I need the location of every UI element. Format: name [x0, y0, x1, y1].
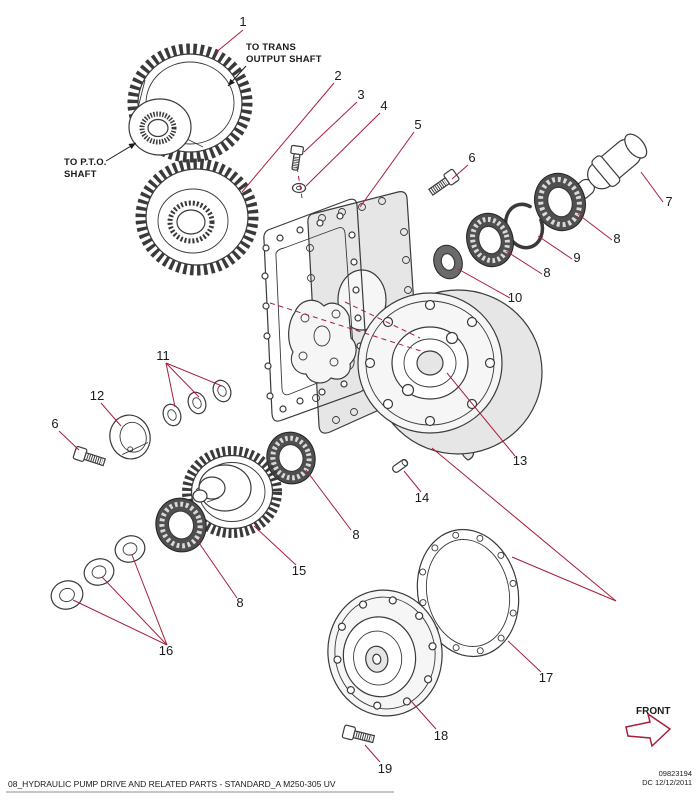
cover-12-icon	[109, 414, 151, 460]
callout-5: 5	[414, 117, 421, 132]
bearing-8b-icon	[466, 212, 514, 268]
pump-gear-15-icon	[182, 446, 282, 538]
callout-10: 10	[508, 290, 522, 305]
callout-6-top: 6	[468, 150, 475, 165]
to-trans-arrow-icon	[227, 65, 247, 87]
to-trans-label-line2: OUTPUT SHAFT	[246, 54, 322, 65]
callout-8-d: 8	[236, 595, 243, 610]
pin-4-icon	[291, 182, 307, 194]
doc-date: DC 12/12/2011	[642, 778, 692, 787]
drive-gear-1-icon	[127, 43, 253, 163]
front-arrow-icon	[625, 712, 672, 748]
callout-11: 11	[156, 348, 170, 363]
callout-18: 18	[434, 728, 448, 743]
leader-lines	[58, 29, 664, 763]
to-pto-arrow-icon	[105, 142, 137, 162]
to-pto-label-line2: SHAFT	[64, 169, 97, 180]
pin-14-icon	[392, 458, 409, 473]
callout-numbers: 1 2 3 4 5 6 7 8 9 8 10 11 12 6 13 14 8 1…	[51, 14, 672, 776]
callout-16: 16	[159, 643, 173, 658]
callout-7: 7	[665, 194, 672, 209]
bolt-6-top-icon	[428, 168, 460, 196]
callout-4: 4	[380, 98, 387, 113]
bolt-6-left-icon	[72, 445, 107, 467]
driven-gear-2-icon	[135, 158, 259, 276]
bolt-3-icon	[290, 144, 305, 171]
callout-17: 17	[539, 670, 553, 685]
support-bracket-icon	[288, 299, 357, 384]
callout-3: 3	[357, 87, 364, 102]
callout-6-left: 6	[51, 416, 58, 431]
callout-8-c: 8	[352, 527, 359, 542]
callout-2: 2	[334, 68, 341, 83]
pump-housing-13-icon	[357, 289, 543, 461]
bolt-19-icon	[341, 724, 376, 744]
to-trans-label-line1: TO TRANS	[246, 42, 296, 53]
washer-10-icon	[433, 244, 463, 280]
doc-number: 09823194	[659, 769, 692, 778]
footer-title: 08_HYDRAULIC PUMP DRIVE AND RELATED PART…	[8, 779, 336, 789]
bearing-8d-icon	[155, 497, 207, 553]
to-pto-label-line1: TO P.T.O.	[64, 157, 107, 168]
callout-14: 14	[415, 490, 429, 505]
cover-18-icon	[327, 589, 443, 717]
callout-9: 9	[573, 250, 580, 265]
callout-19: 19	[378, 761, 392, 776]
bearing-8a-icon	[534, 172, 586, 232]
callout-12: 12	[90, 388, 104, 403]
washers-16-icon	[50, 535, 146, 610]
callout-8-a: 8	[613, 231, 620, 246]
front-label: FRONT	[636, 706, 670, 717]
callout-13: 13	[513, 453, 527, 468]
callout-1: 1	[239, 14, 246, 29]
callout-8-b: 8	[543, 265, 550, 280]
washers-11-icon	[162, 379, 232, 427]
callout-15: 15	[292, 563, 306, 578]
